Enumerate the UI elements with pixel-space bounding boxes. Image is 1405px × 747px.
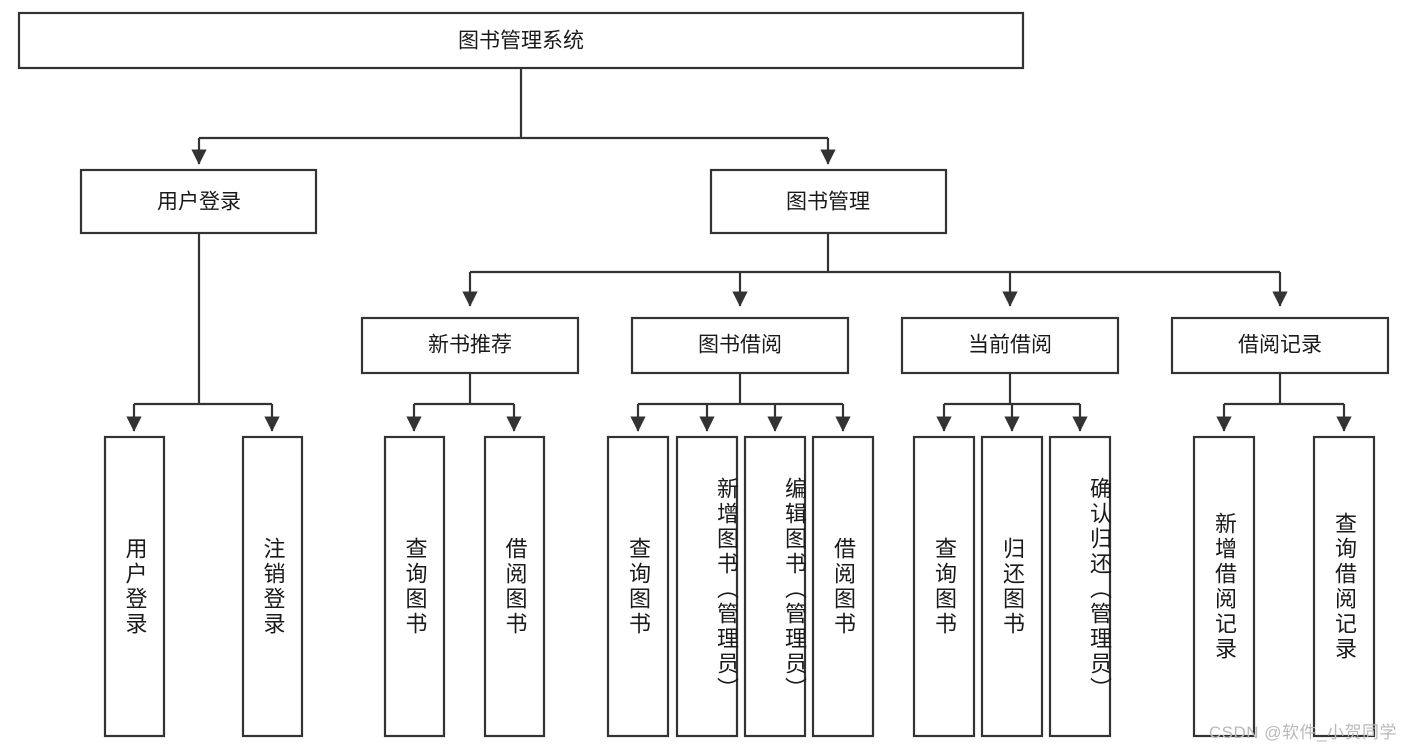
node-root-label: 图书管理系统 <box>458 30 584 53</box>
leaf-box-book-borrow-3[interactable] <box>811 435 875 738</box>
edge-userlogin-to-leaves <box>126 233 280 432</box>
edge-root-to-level2 <box>191 68 836 165</box>
node-root[interactable] <box>17 11 1025 70</box>
leaf-box-borrow-record-1[interactable] <box>1312 435 1376 738</box>
node-book-borrow[interactable] <box>630 316 850 375</box>
leaf-box-borrow-record-0[interactable] <box>1192 435 1256 738</box>
node-current-borrow[interactable] <box>900 316 1120 375</box>
leaf-box-book-borrow-0[interactable] <box>606 435 670 738</box>
leaf-box-user-login-1[interactable] <box>241 435 304 738</box>
node-user-login[interactable] <box>79 168 318 235</box>
leaf-box-current-borrow-0[interactable] <box>912 435 976 738</box>
edge-newbook-to-leaves <box>406 373 522 432</box>
edge-bookborrow-to-leaves <box>630 373 851 432</box>
node-borrow-record[interactable] <box>1170 316 1390 375</box>
node-user-login-label: 用户登录 <box>157 191 241 214</box>
node-book-management-label: 图书管理 <box>786 191 870 214</box>
leaf-box-new-book-1[interactable] <box>483 435 546 738</box>
node-new-book-recommend-label: 新书推荐 <box>428 334 512 357</box>
leaf-box-book-borrow-1[interactable] <box>675 435 739 738</box>
node-new-book-recommend[interactable] <box>360 316 580 375</box>
leaf-box-new-book-0[interactable] <box>383 435 446 738</box>
leaf-box-current-borrow-1[interactable] <box>980 435 1044 738</box>
edge-currentborrow-to-leaves <box>936 373 1088 432</box>
edge-bookmgmt-to-level3 <box>462 233 1288 307</box>
leaf-box-user-login-0[interactable] <box>103 435 166 738</box>
leaf-box-current-borrow-2[interactable] <box>1048 435 1112 738</box>
node-book-borrow-label: 图书借阅 <box>698 334 782 357</box>
leaf-box-book-borrow-2[interactable] <box>743 435 807 738</box>
node-borrow-record-label: 借阅记录 <box>1238 334 1322 357</box>
node-book-management[interactable] <box>709 168 948 235</box>
edge-borrowrecord-to-leaves <box>1216 373 1352 432</box>
csdn-watermark: CSDN @软件_小贺同学 <box>1208 723 1397 742</box>
node-current-borrow-label: 当前借阅 <box>968 334 1052 357</box>
